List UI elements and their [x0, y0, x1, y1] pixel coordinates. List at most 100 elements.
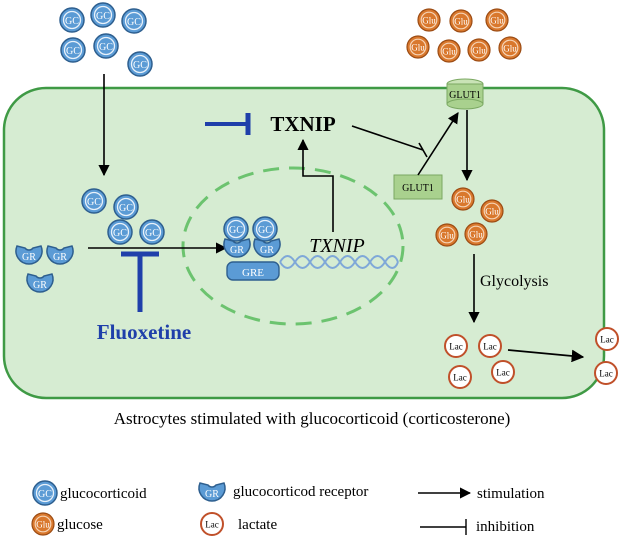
- lactate-molecule: Lac: [595, 327, 619, 351]
- svg-text:Glu: Glu: [469, 230, 483, 240]
- legend: GC glucocorticoid Glu glucose GR glucoco…: [31, 480, 545, 536]
- svg-text:Lac: Lac: [453, 373, 467, 383]
- fluoxetine-label: Fluoxetine: [97, 320, 192, 344]
- glucose-molecule: Glu: [467, 38, 491, 62]
- svg-text:Lac: Lac: [449, 342, 463, 352]
- glucose-molecule: Glu: [464, 222, 488, 246]
- svg-text:GR: GR: [53, 252, 67, 263]
- svg-text:GR: GR: [33, 280, 47, 291]
- gc-molecule: GC: [107, 219, 133, 245]
- gre-label: GRE: [242, 267, 264, 279]
- gc-molecule: GC: [127, 51, 153, 77]
- gc-molecule: GC: [121, 8, 147, 34]
- txnip-expression-arrow: [297, 138, 334, 232]
- lactate-molecule: Lac: [594, 361, 618, 385]
- glut1-vesicle-label: GLUT1: [402, 183, 434, 194]
- svg-text:GR: GR: [205, 489, 219, 500]
- legend-lac-icon: Lac: [200, 512, 224, 536]
- lactate-cluster-inside: Lac Lac Lac Lac: [444, 334, 515, 389]
- svg-text:Glu: Glu: [490, 16, 504, 26]
- gc-cluster-inside: GC GC GC GC: [81, 188, 165, 245]
- txnip-protein-label: TXNIP: [270, 112, 336, 136]
- legend-glucocorticoid-label: glucocorticoid: [60, 486, 147, 502]
- lactate-molecule: Lac: [478, 334, 502, 358]
- nucleus: [181, 166, 405, 326]
- legend-inhibition-label: inhibition: [476, 519, 535, 535]
- gc-molecule: GC: [223, 216, 249, 242]
- legend-glu-icon: Glu: [31, 512, 55, 536]
- glucose-molecule: Glu: [449, 9, 473, 33]
- gr-receptor: GR: [223, 238, 251, 258]
- gr-receptor: GR: [26, 273, 54, 293]
- svg-text:Glu: Glu: [454, 17, 468, 27]
- gre-box: [226, 261, 280, 281]
- gc-molecule: GC: [59, 7, 85, 33]
- glucose-molecule: Glu: [435, 223, 459, 247]
- svg-text:Glu: Glu: [456, 195, 470, 205]
- glycolysis-label: Glycolysis: [480, 273, 548, 290]
- glut1-transporter: [446, 78, 484, 110]
- gc-molecule: GC: [139, 219, 165, 245]
- txnip-gene-label: TXNIP: [309, 235, 365, 257]
- svg-text:Glu: Glu: [503, 44, 517, 54]
- gc-molecule: GC: [113, 194, 139, 220]
- fluoxetine-inhibition: [121, 251, 159, 312]
- legend-stimulation-label: stimulation: [477, 486, 545, 502]
- legend-glucose-label: glucose: [57, 517, 103, 533]
- txnip-blue-inhibition: [205, 113, 251, 135]
- gr-receptor: GR: [46, 245, 74, 265]
- gc-molecule: GC: [252, 216, 278, 242]
- glucose-molecule: Glu: [480, 199, 504, 223]
- svg-text:GC: GC: [133, 60, 147, 71]
- lactate-cluster-outside: Lac Lac: [594, 327, 619, 385]
- glucose-cluster-outside: Glu Glu Glu Glu Glu Glu Glu: [406, 8, 522, 63]
- svg-text:Glu: Glu: [36, 520, 50, 530]
- svg-text:GR: GR: [22, 252, 36, 263]
- gr-cluster: GR GR GR: [15, 245, 74, 293]
- legend-lactate-label: lactate: [238, 517, 277, 533]
- svg-text:GC: GC: [119, 203, 133, 214]
- gc-molecule: GC: [60, 37, 86, 63]
- glucose-cluster-inside: Glu Glu Glu Glu: [435, 187, 504, 247]
- glucose-molecule: Glu: [451, 187, 475, 211]
- svg-text:Lac: Lac: [483, 342, 497, 352]
- svg-text:GC: GC: [99, 42, 113, 53]
- svg-text:GC: GC: [145, 228, 159, 239]
- svg-text:Lac: Lac: [599, 369, 613, 379]
- gc-molecule: GC: [81, 188, 107, 214]
- lactate-molecule: Lac: [448, 365, 472, 389]
- svg-text:GC: GC: [96, 11, 110, 22]
- svg-text:GC: GC: [258, 225, 272, 236]
- glut1-membrane-label: GLUT1: [449, 90, 481, 101]
- svg-text:GR: GR: [230, 245, 244, 256]
- gc-gr-complex: GC GC GR GR GRE: [223, 216, 281, 281]
- svg-text:Glu: Glu: [472, 46, 486, 56]
- svg-text:Glu: Glu: [442, 47, 456, 57]
- glut1-translocation-arrow: [417, 112, 459, 176]
- gc-molecule: GC: [90, 2, 116, 28]
- gr-receptor: GR: [15, 245, 43, 265]
- svg-text:GR: GR: [260, 245, 274, 256]
- svg-text:Glu: Glu: [440, 231, 454, 241]
- astrocyte-cell: [2, 86, 606, 400]
- svg-text:Glu: Glu: [411, 43, 425, 53]
- svg-text:GC: GC: [229, 225, 243, 236]
- gc-molecule: GC: [93, 33, 119, 59]
- glucose-molecule: Glu: [417, 8, 441, 32]
- svg-text:GC: GC: [65, 16, 79, 27]
- glucose-molecule: Glu: [437, 39, 461, 63]
- legend-gr-icon: GR: [198, 482, 226, 502]
- svg-text:GC: GC: [66, 46, 80, 57]
- svg-text:GC: GC: [127, 17, 141, 28]
- glucose-molecule: Glu: [485, 8, 509, 32]
- svg-text:GC: GC: [87, 197, 101, 208]
- glut1-vesicle: [393, 174, 443, 200]
- gc-cluster-outside: GC GC GC GC GC GC: [59, 2, 153, 77]
- svg-text:Glu: Glu: [422, 16, 436, 26]
- diagram-caption: Astrocytes stimulated with glucocorticoi…: [114, 409, 511, 428]
- lactate-molecule: Lac: [491, 360, 515, 384]
- svg-text:Lac: Lac: [600, 335, 614, 345]
- gr-receptor: GR: [253, 238, 281, 258]
- svg-text:GC: GC: [113, 228, 127, 239]
